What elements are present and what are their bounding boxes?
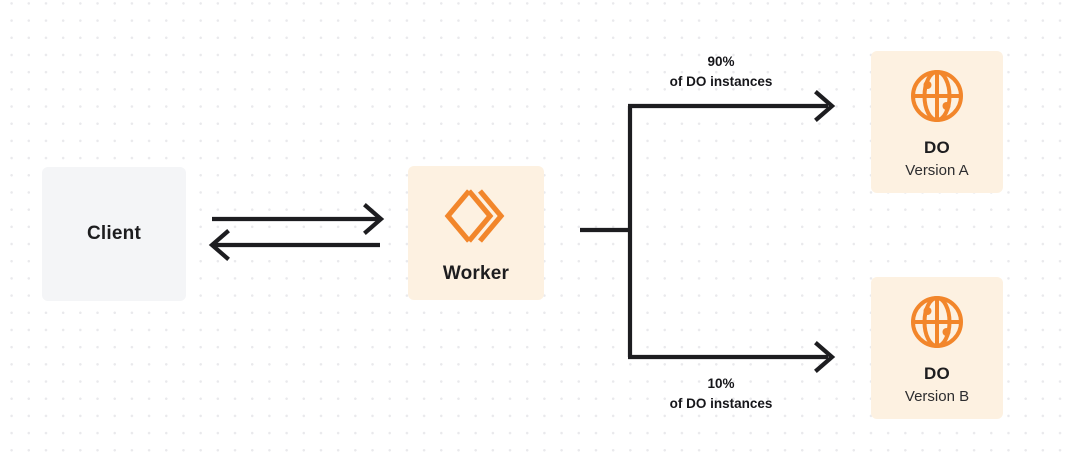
edge-label-do-b-percent: 10% bbox=[707, 376, 735, 391]
worker-label: Worker bbox=[442, 263, 510, 284]
edge-label-do-a-percent: 90% bbox=[707, 54, 735, 69]
edge-worker-to-do-a bbox=[628, 90, 836, 122]
globe-icon bbox=[909, 294, 965, 350]
do-a-sublabel: Version A bbox=[905, 162, 969, 179]
edge-label-do-b: 10% of DO instances bbox=[611, 374, 831, 413]
client-label: Client bbox=[87, 223, 141, 244]
edge-label-do-a-detail: of DO instances bbox=[669, 73, 773, 89]
cloudflare-workers-logo-icon bbox=[444, 187, 508, 245]
node-worker[interactable]: Worker bbox=[408, 166, 544, 300]
globe-icon bbox=[909, 68, 965, 124]
node-do-version-b[interactable]: DO Version B bbox=[871, 277, 1003, 419]
edge-client-to-worker bbox=[212, 203, 385, 235]
do-b-label: DO bbox=[924, 364, 950, 383]
node-do-version-a[interactable]: DO Version A bbox=[871, 51, 1003, 193]
edge-label-do-b-detail: of DO instances bbox=[669, 395, 773, 411]
edge-worker-to-client bbox=[208, 229, 380, 261]
edge-worker-to-do-b bbox=[628, 341, 836, 373]
do-a-label: DO bbox=[924, 138, 950, 157]
edge-label-do-a: 90% of DO instances bbox=[611, 52, 831, 91]
do-b-sublabel: Version B bbox=[904, 388, 970, 405]
node-client[interactable]: Client bbox=[42, 167, 186, 301]
